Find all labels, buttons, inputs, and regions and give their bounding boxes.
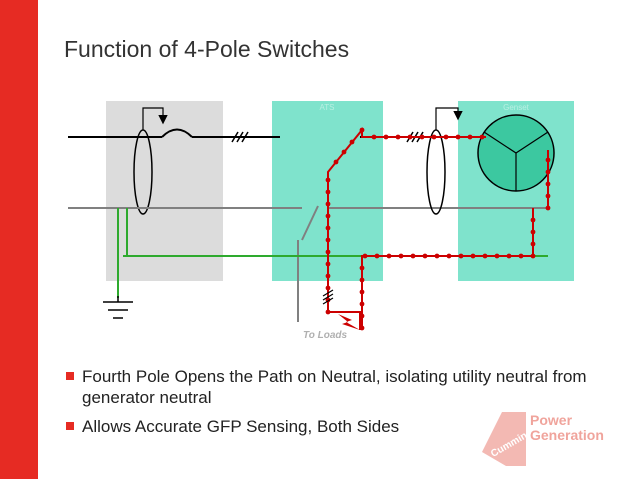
- bullet-marker-icon: [66, 372, 74, 380]
- bullet-marker-icon: [66, 422, 74, 430]
- logo-line-generation: Generation: [530, 427, 604, 443]
- bullet-item: Allows Accurate GFP Sensing, Both Sides: [66, 416, 626, 437]
- fault-current-path-dots: [325, 127, 551, 331]
- slide-title: Function of 4-Pole Switches: [64, 36, 350, 62]
- to-loads-label: To Loads: [303, 330, 348, 341]
- three-phase-marker-left: [231, 131, 249, 143]
- generator-symbol: [477, 114, 555, 192]
- bullet-text: Allows Accurate GFP Sensing, Both Sides: [82, 417, 400, 436]
- utility-gfp-sensor-arrow: [142, 107, 168, 130]
- neutral-switch-pole: [301, 205, 319, 241]
- logo-line-power: Power: [530, 412, 573, 428]
- cummins-logo: Cummins: [482, 412, 534, 466]
- bullet-list: Fourth Pole Opens the Path on Neutral, i…: [66, 366, 626, 445]
- generator-gfp-sensor-arrow: [435, 107, 463, 130]
- utility-breaker: [161, 128, 193, 138]
- load-phase-marker: [322, 289, 334, 305]
- ground-symbol: [103, 296, 133, 319]
- bullet-item: Fourth Pole Opens the Path on Neutral, i…: [66, 366, 626, 408]
- logo-wordmark: Power Generation: [530, 413, 604, 443]
- utility-panel: [106, 101, 223, 281]
- bullet-text: Fourth Pole Opens the Path on Neutral, i…: [82, 367, 587, 407]
- generator-current-transformer: [426, 129, 446, 215]
- ats-label: ATS: [320, 103, 335, 112]
- accent-bar: [0, 0, 38, 479]
- ground-fault-symbol: [338, 314, 360, 330]
- generator-label: Genset: [503, 103, 530, 112]
